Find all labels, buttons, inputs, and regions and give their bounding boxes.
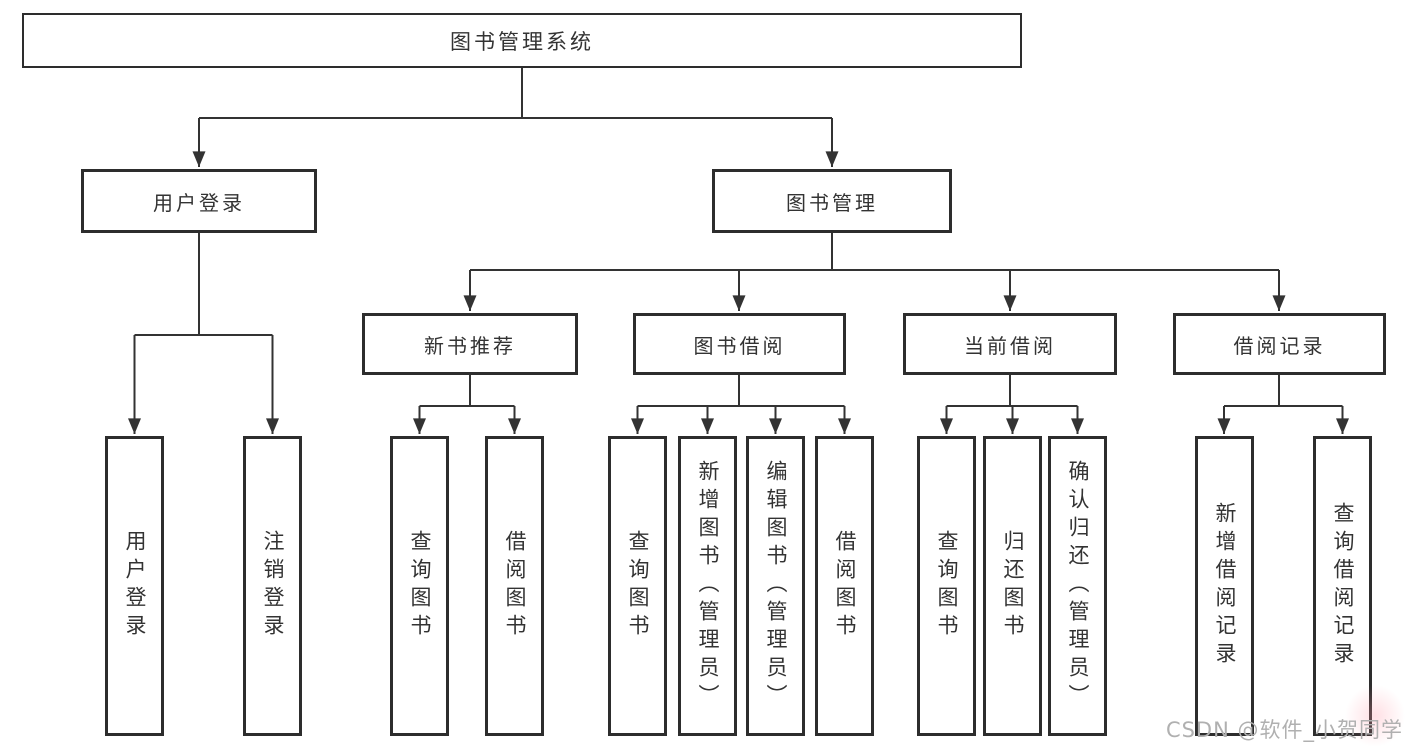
node-label: 用户登录 [123, 530, 148, 642]
csdn-watermark: CSDN @软件_小贺同学 [1165, 718, 1403, 742]
node-label: 图书借阅 [693, 333, 786, 358]
node-current-borrow: 当前借阅 [903, 313, 1117, 375]
node-leaf-user-login: 用户登录 [105, 436, 164, 736]
node-label: 查询借阅记录 [1331, 502, 1356, 670]
node-root-system: 图书管理系统 [22, 13, 1022, 68]
node-label: 新增借阅记录 [1213, 502, 1238, 670]
node-label: 借阅图书 [833, 530, 858, 642]
node-label: 编辑图书（管理员） [764, 460, 789, 712]
node-label: 新增图书（管理员） [696, 460, 721, 712]
node-label: 新书推荐 [424, 333, 516, 358]
node-label: 归还图书 [1001, 530, 1026, 642]
node-label: 查询图书 [626, 530, 651, 642]
node-leaf-confirm-return-admin: 确认归还（管理员） [1048, 436, 1107, 736]
node-leaf-borrow-books-recommend: 借阅图书 [485, 436, 544, 736]
node-label: 用户登录 [153, 190, 245, 215]
node-label: 图书管理 [786, 190, 878, 215]
node-book-borrow: 图书借阅 [633, 313, 846, 375]
node-leaf-add-book-admin: 新增图书（管理员） [678, 436, 737, 736]
node-leaf-query-borrow-record: 查询借阅记录 [1313, 436, 1372, 736]
node-label: 查询图书 [408, 530, 433, 642]
node-leaf-edit-book-admin: 编辑图书（管理员） [746, 436, 805, 736]
node-leaf-borrow-books: 借阅图书 [815, 436, 874, 736]
node-user-login: 用户登录 [81, 169, 317, 233]
node-label: 图书管理系统 [450, 29, 594, 54]
node-book-management: 图书管理 [712, 169, 952, 233]
node-label: 借阅图书 [503, 530, 528, 642]
node-leaf-return-book: 归还图书 [983, 436, 1042, 736]
node-label: 注销登录 [261, 530, 286, 642]
node-label: 借阅记录 [1233, 333, 1326, 358]
node-leaf-logout: 注销登录 [243, 436, 302, 736]
node-leaf-query-books-recommend: 查询图书 [390, 436, 449, 736]
node-label: 确认归还（管理员） [1066, 460, 1091, 712]
node-leaf-query-books-current: 查询图书 [917, 436, 976, 736]
node-new-book-recommend: 新书推荐 [362, 313, 578, 375]
node-borrow-records: 借阅记录 [1173, 313, 1386, 375]
node-label: 查询图书 [935, 530, 960, 642]
node-label: 当前借阅 [964, 333, 1056, 358]
node-leaf-add-borrow-record: 新增借阅记录 [1195, 436, 1254, 736]
node-leaf-query-books-borrow: 查询图书 [608, 436, 667, 736]
